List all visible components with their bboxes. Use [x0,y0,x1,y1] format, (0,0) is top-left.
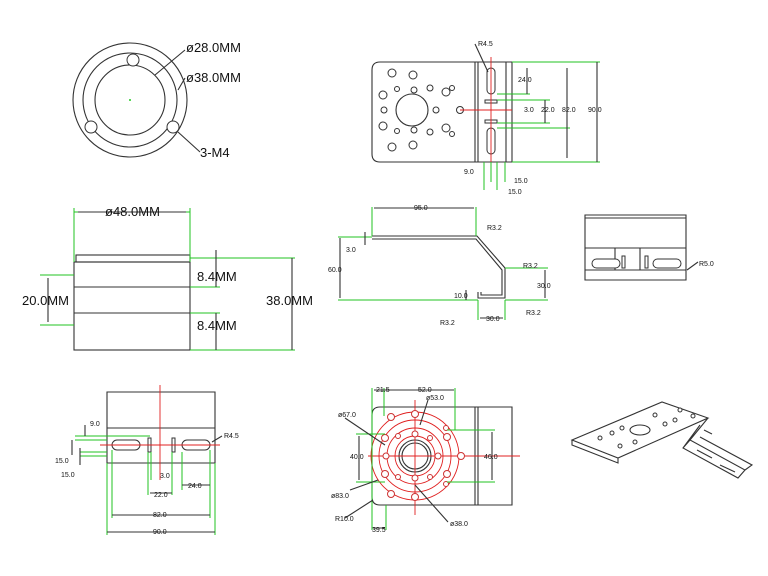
dim-21-5: 21.5 [376,387,390,394]
dim-22: 22.0 [154,492,168,499]
dim-90: 90.0 [153,529,167,536]
dim-d67: ø67.0 [338,412,356,419]
dim-d83: ø83.0 [331,493,349,500]
bracket-profile-view: 95.0 R3.2 3.0 60.0 R3.2 30.0 10.0 R3.2 3… [328,205,551,327]
dim-3: 3.0 [160,473,170,480]
dim-82: 82.0 [153,512,167,519]
dim-15b: 15.0 [61,472,75,479]
dim-15a: 15.0 [514,178,528,185]
dim-3: 3.0 [524,107,534,114]
radius-3: R3.2 [440,320,455,327]
band2-height-label: 8.4MM [197,318,237,333]
bracket-end-view: R5.0 [584,214,714,281]
dim-52: 52.0 [418,387,432,394]
dim-d38: ø38.0 [450,521,468,528]
dim-24: 24.0 [518,77,532,84]
dim-9: 9.0 [90,421,100,428]
dim-30-horizontal: 30.0 [486,316,500,323]
dim-15a: 15.0 [55,458,69,465]
dim-60: 60.0 [328,267,342,274]
dim-40: 40.0 [350,454,364,461]
dim-90: 90.0 [588,107,602,114]
total-height-label: 38.0MM [266,293,313,308]
mount-side-view: ø48.0MM 8.4MM 8.4MM 38.0MM 20.0MM [22,204,313,351]
holes-label: 3-M4 [200,145,230,160]
mid-height-label: 20.0MM [22,293,69,308]
radius-4: R3.2 [526,310,541,317]
outer-diameter-label: ø38.0MM [186,70,241,85]
body-diameter-label: ø48.0MM [105,204,160,219]
slot-radius-label: R4.5 [478,41,493,48]
dim-r10: R10.0 [335,516,354,523]
dim-95: 95.0 [414,205,428,212]
dim-24: 24.0 [188,483,202,490]
band1-height-label: 8.4MM [197,269,237,284]
bracket-front-view: 9.0 R4.5 15.0 15.0 3.0 24.0 22.0 82.0 90… [55,385,239,536]
slot-radius-label: R4.5 [224,433,239,440]
bracket-top-view: R4.5 24.0 3.0 22.0 82.0 90.0 9.0 15.0 15… [371,41,602,196]
dim-d53: ø53.0 [426,395,444,402]
bracket-plate-view: 21.5 52.0 ø53.0 ø67.0 40.0 46.0 ø83.0 R1… [331,387,520,534]
radius-1: R3.2 [487,225,502,232]
dim-15b: 15.0 [508,189,522,196]
bracket-isometric-view [570,401,754,479]
dim-9: 9.0 [464,169,474,176]
end-radius-label: R5.0 [699,261,714,268]
dim-10: 10.0 [454,293,468,300]
dim-30-vertical: 30.0 [537,283,551,290]
dim-39-5: 39.5 [372,527,386,534]
mount-front-view: ø28.0MM ø38.0MM 3-M4 [72,40,241,160]
dim-3: 3.0 [346,247,356,254]
dim-82: 82.0 [562,107,576,114]
inner-diameter-label: ø28.0MM [186,40,241,55]
dim-46: 46.0 [484,454,498,461]
radius-2: R3.2 [523,263,538,270]
dim-22: 22.0 [541,107,555,114]
